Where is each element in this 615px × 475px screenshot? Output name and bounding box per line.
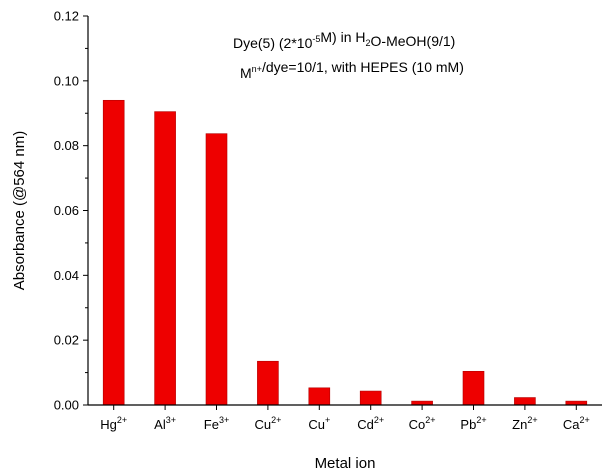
y-tick-label: 0.04 (54, 268, 79, 283)
bars-group (102, 99, 588, 406)
y-axis-title: Absorbance (@564 nm) (11, 131, 28, 290)
bar (514, 397, 536, 406)
x-tick-label: Pb2+ (460, 415, 486, 432)
x-tick-label: Co2+ (409, 415, 436, 432)
x-axis-title: Metal ion (315, 455, 376, 472)
bar (359, 390, 382, 406)
x-tick-label: Zn2+ (512, 415, 537, 432)
x-tick-label: Cu+ (308, 415, 330, 432)
bar (205, 133, 228, 406)
y-tick-label: 0.10 (54, 73, 79, 88)
x-tick-label: Hg2+ (100, 415, 127, 432)
annotation-line: Mn+/dye=10/1, with HEPES (10 mM) (240, 59, 464, 81)
bar (308, 387, 331, 406)
bar (154, 111, 176, 406)
x-tick-label: Fe3+ (204, 415, 229, 432)
x-tick-label: Cu2+ (254, 415, 281, 432)
y-tick-label: 0.02 (54, 333, 79, 348)
x-tick-label: Cd2+ (357, 415, 384, 432)
annotation-line: Dye(5) (2*10-5M) in H2O-MeOH(9/1) (233, 29, 455, 51)
chart-annotation: Dye(5) (2*10-5M) in H2O-MeOH(9/1) Mn+/dye… (233, 29, 464, 81)
bar (257, 360, 279, 406)
y-tick-label: 0.08 (54, 138, 79, 153)
y-tick-label: 0.06 (54, 203, 79, 218)
y-tick-label: 0.12 (54, 9, 79, 24)
bar (102, 99, 125, 406)
x-tick-label: Ca2+ (563, 415, 590, 432)
bar (462, 370, 485, 406)
y-tick-label: 0.00 (54, 398, 79, 413)
x-tick-label: Al3+ (154, 415, 176, 432)
